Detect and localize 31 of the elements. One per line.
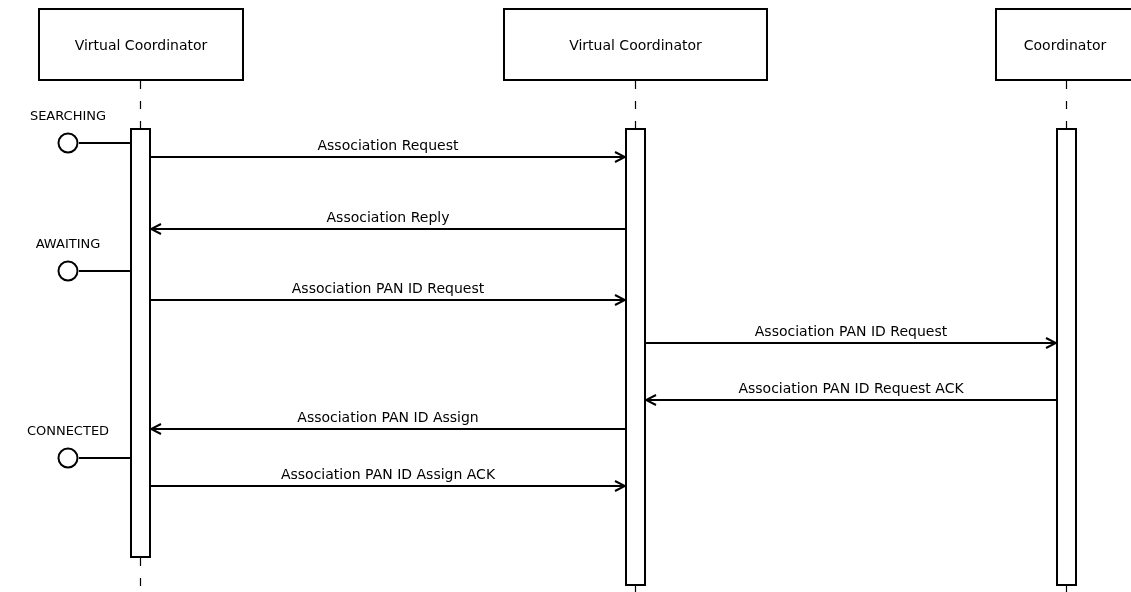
connector-line bbox=[78, 457, 131, 459]
connector-line bbox=[78, 142, 131, 144]
edge-label: Association PAN ID Assign ACK bbox=[278, 466, 498, 482]
edge-label: Association PAN ID Request bbox=[289, 280, 487, 296]
participant-box: Virtual Coordinator bbox=[38, 8, 244, 81]
message-arrow bbox=[645, 337, 1057, 349]
activation-bar bbox=[1056, 128, 1077, 586]
edge-label: Association PAN ID Request bbox=[752, 323, 950, 339]
lifeline bbox=[139, 80, 142, 129]
edge-label: Association Request bbox=[315, 137, 461, 153]
message-arrow bbox=[150, 423, 626, 435]
state-label: SEARCHING bbox=[28, 108, 108, 123]
connector-line bbox=[78, 270, 131, 272]
lifeline bbox=[1065, 585, 1068, 592]
message-arrow bbox=[150, 223, 626, 235]
edge-label: Association PAN ID Request ACK bbox=[736, 380, 966, 396]
message-arrow bbox=[150, 151, 626, 163]
message-arrow bbox=[150, 294, 626, 306]
state-label: CONNECTED bbox=[25, 423, 111, 438]
edge-label: Association Reply bbox=[324, 209, 452, 225]
edge-label: Association PAN ID Assign bbox=[295, 409, 481, 425]
lifeline bbox=[1065, 80, 1068, 129]
activation-bar bbox=[625, 128, 646, 586]
message-arrow bbox=[150, 480, 626, 492]
lifeline bbox=[634, 80, 637, 129]
message-arrow bbox=[645, 394, 1057, 406]
activation-bar bbox=[130, 128, 151, 558]
participant-box: Virtual Coordinator bbox=[503, 8, 768, 81]
participant-box: Coordinator bbox=[995, 8, 1131, 81]
state-label: AWAITING bbox=[34, 236, 102, 251]
lifeline bbox=[634, 585, 637, 592]
